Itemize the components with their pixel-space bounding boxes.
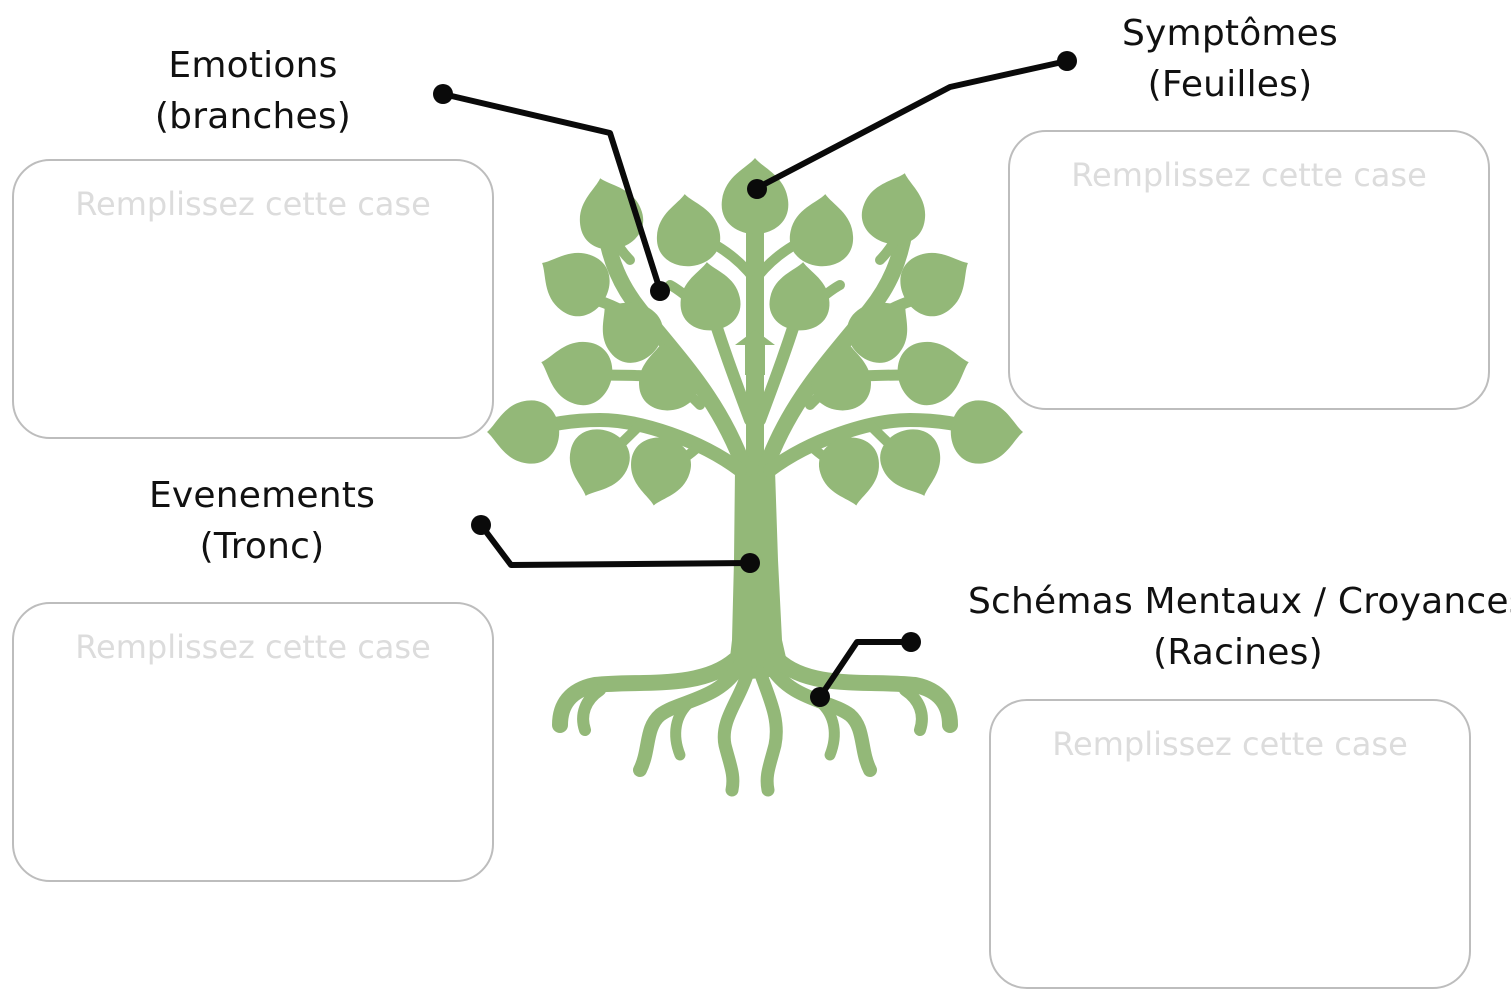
dot-evenements-end <box>740 553 760 573</box>
dot-schemas-start <box>901 632 921 652</box>
connector-schemas <box>817 639 914 700</box>
connector-lines <box>440 58 1070 700</box>
label-symptomes-title: Symptômes <box>1122 13 1338 54</box>
label-evenements-title: Evenements <box>148 475 376 516</box>
dot-symptomes-start <box>1057 51 1077 71</box>
dot-emotions-start <box>433 84 453 104</box>
label-evenements: Evenements (Tronc) <box>112 470 412 572</box>
evenements-input-box[interactable] <box>12 602 494 882</box>
emotions-input-box[interactable] <box>12 159 494 439</box>
connector-evenements <box>478 522 753 568</box>
connector-dots <box>433 51 1077 707</box>
label-schemas-title: Schémas Mentaux / Croyances <box>968 581 1511 622</box>
dot-emotions-end <box>650 281 670 301</box>
label-emotions-subtitle: (branches) <box>154 96 352 137</box>
label-symptomes-subtitle: (Feuilles) <box>1147 64 1313 105</box>
label-schemas-subtitle: (Racines) <box>1153 632 1323 673</box>
label-evenements-subtitle: (Tronc) <box>199 526 325 567</box>
symptomes-input-box[interactable] <box>1008 130 1490 410</box>
label-emotions-title: Emotions <box>168 45 338 86</box>
label-symptomes: Symptômes (Feuilles) <box>1090 8 1370 110</box>
connector-symptomes <box>754 58 1070 191</box>
dot-symptomes-end <box>747 179 767 199</box>
schemas-input-box[interactable] <box>989 699 1471 989</box>
dot-schemas-end <box>810 687 830 707</box>
label-schemas: Schémas Mentaux / Croyances (Racines) <box>968 576 1511 678</box>
dot-evenements-start <box>471 515 491 535</box>
tree-icon <box>487 158 1023 797</box>
connector-emotions <box>440 91 663 293</box>
label-emotions: Emotions (branches) <box>113 40 393 142</box>
